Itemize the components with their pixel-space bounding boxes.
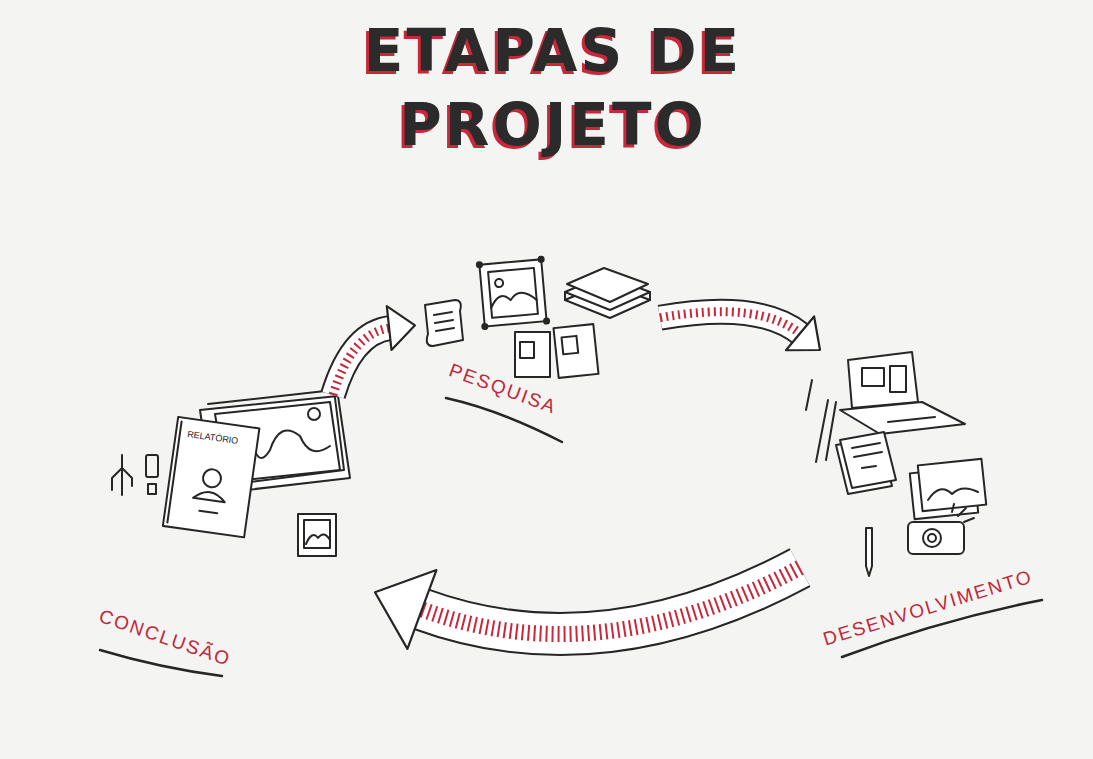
usb-cable-icon: [112, 455, 158, 495]
flow-arrow: [660, 312, 820, 351]
stage-group: PESQUISA: [415, 255, 660, 445]
diagram-title: ETAPAS DE PROJETO: [353, 14, 753, 162]
pens-icon: [806, 380, 836, 462]
book-title: RELATÓRIO: [187, 429, 239, 446]
stage-label: CONCLUSÃO: [93, 603, 237, 673]
laptop-icon: [840, 352, 965, 434]
pencil-icon: [866, 528, 872, 576]
stage-label: DESENVOLVIMENTO: [817, 564, 1039, 653]
paper-stack-icon: [565, 268, 650, 318]
papers-icon: [836, 432, 896, 494]
flow-arrow: [375, 568, 800, 649]
books-icon: [515, 324, 599, 378]
photo-icon: [910, 459, 986, 519]
stage-group: DESENVOLVIMENTO: [800, 350, 1050, 670]
stage-label: PESQUISA: [443, 357, 563, 420]
small-photo-icon: [298, 514, 336, 556]
picture-frame-icon: [477, 257, 550, 330]
flow-arrow: [333, 306, 415, 395]
camera-icon: [908, 504, 974, 554]
report-book-icon: [163, 417, 260, 537]
scroll-icon: [425, 300, 463, 346]
